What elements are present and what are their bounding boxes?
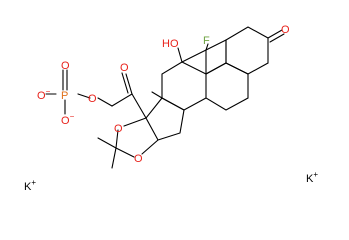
chain-bond-2 xyxy=(111,93,133,107)
phosphate-double-oxygen-label: O xyxy=(61,60,70,72)
acetal-bond-1 xyxy=(123,117,147,127)
ring-a-bonds xyxy=(225,26,269,75)
ketone-chain-oxygen-label: O xyxy=(120,62,129,74)
potassium-right-label: K+ xyxy=(306,170,318,185)
fluoro-bond xyxy=(205,43,209,51)
counterions: K+ K+ xyxy=(24,170,318,193)
ring-c-bonds xyxy=(161,61,207,111)
ring-d-bonds xyxy=(145,97,185,141)
phosphate-oxide-bottom-label: O− xyxy=(61,112,75,127)
atom-labels: F HO O O O P O O− O− O O xyxy=(37,24,290,165)
chain-bond-1 xyxy=(131,93,147,119)
ester-bond xyxy=(77,93,91,99)
potassium-left-label: K+ xyxy=(24,178,36,193)
phosphate-oxide-left-charge: − xyxy=(46,87,51,96)
ketone2-bond-1 xyxy=(125,73,133,95)
ester-oxygen-label: O xyxy=(88,93,97,105)
phosphate-oxide-bottom-symbol: O xyxy=(61,115,70,127)
fluorine-label: F xyxy=(203,35,210,47)
chain-bond-3 xyxy=(97,97,113,107)
bond-lines xyxy=(45,26,285,169)
acetal-methyl-2 xyxy=(111,147,117,169)
acetal-methyl-1 xyxy=(97,137,117,149)
potassium-left-symbol: K xyxy=(24,181,32,193)
ketone2-bond-2 xyxy=(121,72,129,94)
ketone-bond-1 xyxy=(267,29,283,39)
potassium-right-symbol: K xyxy=(306,173,314,185)
acetal-bond-4 xyxy=(115,147,135,158)
potassium-left-charge: + xyxy=(31,178,36,187)
phosphate-oxide-bottom-charge: − xyxy=(70,112,75,121)
ketone-bond-2 xyxy=(269,33,285,43)
phosphate-oxide-left-label: O− xyxy=(37,87,51,102)
acetal-bond-3 xyxy=(115,129,119,149)
acetal-oxygen-lower-label: O xyxy=(134,153,143,165)
acetal-oxygen-upper-label: O xyxy=(114,123,123,135)
methyl-bond xyxy=(151,91,163,99)
c9-c10-bond xyxy=(205,39,227,51)
phosphate-oxide-left-symbol: O xyxy=(37,90,46,102)
molecule-svg: F HO O O O P O O− O− O O K+ K+ xyxy=(24,24,318,193)
ketone-ring-oxygen-label: O xyxy=(281,24,290,36)
phosphorus-label: P xyxy=(61,90,68,102)
acetal-bond-2 xyxy=(141,139,159,155)
structure-diagram: F HO O O O P O O− O− O O K+ K+ xyxy=(24,24,318,193)
c9-c11-bond xyxy=(181,49,207,63)
hydroxyl-bond xyxy=(177,47,183,63)
potassium-right-charge: + xyxy=(313,170,318,179)
ring-bc-bond xyxy=(205,62,227,75)
hydroxyl-label: HO xyxy=(162,38,179,50)
